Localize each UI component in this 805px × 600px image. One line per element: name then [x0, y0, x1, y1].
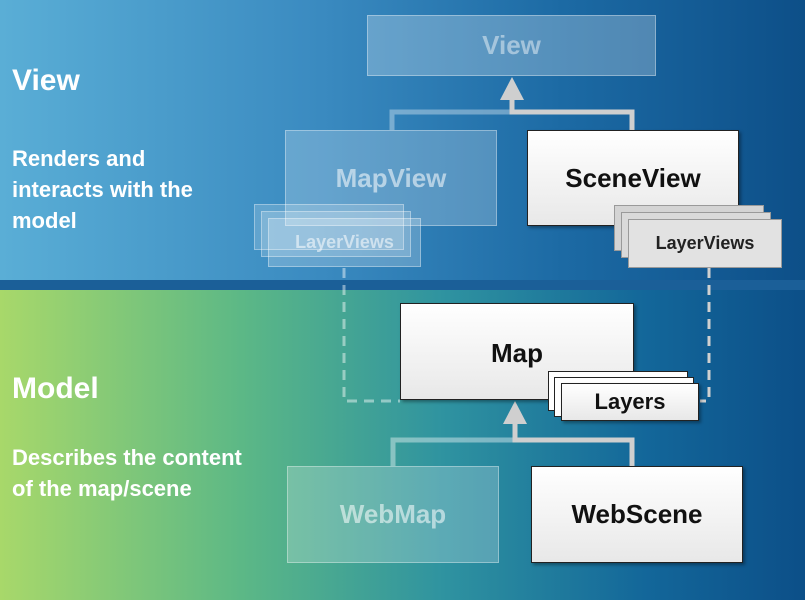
view-section-description: Renders and interacts with the model: [12, 146, 193, 233]
mapview-layerviews-node[interactable]: LayerViews: [268, 218, 421, 267]
mapview-to-view-line: [389, 109, 512, 130]
sceneview-layerviews-node[interactable]: LayerViews: [628, 219, 782, 268]
webscene-node[interactable]: WebScene: [531, 466, 743, 563]
view-node[interactable]: View: [367, 15, 656, 76]
mapview-node[interactable]: MapView: [285, 130, 497, 226]
band-divider: [0, 280, 805, 290]
webmap-to-map-line: [390, 437, 515, 466]
webmap-node[interactable]: WebMap: [287, 466, 499, 563]
sceneview-to-view-line: [509, 96, 635, 130]
map-arrowhead: [503, 401, 527, 424]
model-section-description: Describes the content of the map/scene: [12, 445, 242, 501]
mapview-layerview-stack-mid: [261, 211, 411, 257]
webscene-to-map-line: [512, 420, 635, 466]
model-section-title: Model: [12, 372, 99, 405]
view-section-title: View: [12, 64, 80, 97]
sceneview-layerviews-dashed-link: [700, 268, 711, 403]
view-arrowhead: [500, 77, 524, 100]
layers-node[interactable]: Layers: [561, 383, 699, 421]
mapview-layerview-stack-back: [254, 204, 404, 250]
mapview-layerviews-dashed-link: [342, 268, 400, 403]
